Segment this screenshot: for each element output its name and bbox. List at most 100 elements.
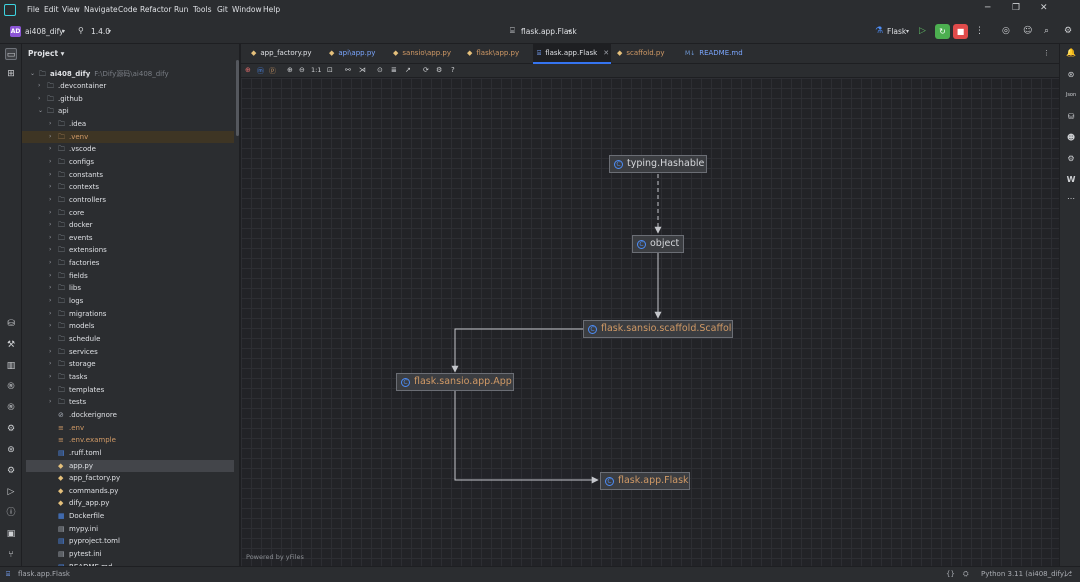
tree-item-logs[interactable]: ›🗀logs — [22, 295, 234, 307]
tree-item-app-py[interactable]: ◆app.py — [26, 459, 234, 472]
bookmarks-icon[interactable]: ▥ — [6, 361, 16, 371]
layout-icon[interactable]: ⚯ — [345, 66, 351, 74]
chevron-right-icon[interactable]: › — [49, 132, 52, 140]
tab-sansio-app[interactable]: ◆sansio\app.py — [393, 49, 451, 57]
fit-content-icon[interactable]: ⊡ — [327, 66, 333, 74]
tree-item-schedule[interactable]: ›🗀schedule — [22, 333, 234, 345]
project-badge[interactable]: AD — [10, 26, 21, 37]
zoom-in-icon[interactable]: ⊕ — [287, 66, 293, 74]
copilot-icon[interactable]: ☻ — [1066, 133, 1076, 142]
close-tab-icon[interactable]: ✕ — [603, 49, 610, 57]
chevron-right-icon[interactable]: › — [49, 309, 52, 317]
chevron-right-icon[interactable]: › — [49, 360, 52, 368]
tree-item-env-example[interactable]: ≡.env.example — [22, 434, 234, 446]
terminal-icon[interactable]: ▣ — [6, 529, 16, 539]
tree-item-vscode[interactable]: ›🗀.vscode — [22, 143, 234, 155]
tree-item-github[interactable]: ›🗀.github — [22, 93, 234, 105]
chevron-right-icon[interactable]: › — [49, 157, 52, 165]
chevron-right-icon[interactable]: › — [49, 398, 52, 406]
chevron-right-icon[interactable]: › — [49, 195, 52, 203]
project-switcher[interactable]: ai408_dify — [25, 27, 64, 36]
status-breadcrumb[interactable]: flask.app.Flask — [18, 570, 70, 578]
open-in-editor-icon[interactable]: ↗ — [405, 66, 411, 74]
menu-tools[interactable]: Tools — [193, 5, 212, 14]
tree-item-dockerignore[interactable]: ⊘.dockerignore — [22, 409, 234, 421]
structure-tool-icon[interactable]: ⊞ — [7, 69, 15, 79]
tree-item-pytest-ini[interactable]: ▤pytest.ini — [22, 548, 234, 560]
r-console-icon[interactable]: ® — [6, 382, 16, 392]
chevron-right-icon[interactable]: › — [49, 233, 52, 241]
tree-item-readme-md[interactable]: ▤README.md — [22, 561, 234, 566]
sciview-icon[interactable]: ⚙ — [1067, 154, 1075, 163]
plugins-icon[interactable]: ⛁ — [7, 319, 15, 329]
menu-navigate[interactable]: Navigate — [84, 5, 118, 14]
tree-item-migrations[interactable]: ›🗀migrations — [22, 308, 234, 320]
methods-toggle-icon[interactable]: ⓜ — [257, 67, 264, 75]
tab-app-factory[interactable]: ◆app_factory.py — [251, 49, 312, 57]
version-switcher[interactable]: 1.4.0 — [91, 27, 111, 36]
tree-item-storage[interactable]: ›🗀storage — [22, 358, 234, 370]
menu-edit[interactable]: Edit — [44, 5, 59, 14]
apply-layout-icon[interactable]: ⋊ — [359, 66, 366, 74]
tree-item-ruff-toml[interactable]: ▤.ruff.toml — [22, 447, 234, 459]
chevron-right-icon[interactable]: › — [49, 284, 52, 292]
tree-item-services[interactable]: ›🗀services — [22, 346, 234, 358]
chevron-right-icon[interactable]: › — [49, 385, 52, 393]
tree-item-models[interactable]: ›🗀models — [22, 320, 234, 332]
menu-refactor[interactable]: Refactor — [140, 5, 172, 14]
tree-item-factories[interactable]: ›🗀factories — [22, 257, 234, 269]
braces-icon[interactable]: {} — [946, 570, 955, 578]
copy-icon[interactable]: ⊙ — [377, 66, 383, 74]
python-console-icon[interactable]: ⚙ — [6, 466, 16, 476]
python-packages-icon[interactable]: ⊛ — [7, 445, 15, 455]
search-icon[interactable]: ⌕ — [1044, 26, 1050, 36]
more-vertical-icon[interactable]: ⋮ — [975, 26, 984, 36]
tree-item-mypy-ini[interactable]: ▤mypy.ini — [22, 523, 234, 535]
chevron-right-icon[interactable]: › — [38, 94, 41, 102]
tab-flask-app[interactable]: ◆flask\app.py — [467, 49, 520, 57]
tree-item-constants[interactable]: ›🗀constants — [22, 169, 234, 181]
database-icon[interactable]: ⛁ — [1067, 112, 1075, 121]
chevron-right-icon[interactable]: › — [38, 82, 41, 89]
menu-run[interactable]: Run — [174, 5, 189, 14]
settings-icon[interactable]: ⚙ — [436, 66, 443, 74]
tree-item-docker[interactable]: ›🗀docker — [22, 219, 234, 231]
notifications-icon[interactable]: 🔔 — [1066, 48, 1076, 57]
chevron-right-icon[interactable]: › — [49, 221, 52, 229]
debug-button[interactable]: ↻ — [935, 24, 950, 39]
account-icon[interactable]: ☺ — [1023, 26, 1033, 36]
help-icon[interactable]: ? — [451, 66, 455, 74]
tree-item-events[interactable]: ›🗀events — [22, 232, 234, 244]
tree-item-templates[interactable]: ›🗀templates — [22, 384, 234, 396]
tab-flask-diagram[interactable]: ⌸flask.app.Flask✕ — [533, 44, 611, 64]
menu-file[interactable]: File — [27, 5, 40, 14]
chevron-right-icon[interactable]: › — [49, 183, 52, 191]
tree-item-venv[interactable]: ›🗀.venv — [22, 130, 234, 143]
refresh-icon[interactable]: ⟳ — [423, 66, 429, 74]
chevron-down-icon[interactable]: ⌄ — [38, 107, 44, 115]
fields-toggle-icon[interactable]: ⊕ — [245, 66, 251, 74]
project-tool-icon[interactable]: ▭ — [5, 48, 17, 60]
chevron-right-icon[interactable]: › — [49, 347, 52, 355]
tree-item-fields[interactable]: ›🗀fields — [22, 270, 234, 282]
tree-item-api[interactable]: ⌄🗀api — [22, 105, 234, 117]
git-icon[interactable]: ⑂ — [8, 550, 14, 560]
chevron-right-icon[interactable]: › — [49, 259, 52, 267]
chevron-right-icon[interactable]: › — [49, 145, 52, 153]
tree-item-tasks[interactable]: ›🗀tasks — [22, 371, 234, 383]
more-horizontal-icon[interactable]: ⋯ — [1067, 194, 1075, 203]
tree-item-libs[interactable]: ›🗀libs — [22, 282, 234, 294]
tree-item-dockerfile[interactable]: ▦Dockerfile — [22, 510, 234, 522]
tree-item-pyproject-toml[interactable]: ▤pyproject.toml — [22, 535, 234, 547]
zoom-out-icon[interactable]: ⊖ — [299, 66, 305, 74]
tree-item-app-factory-py[interactable]: ◆app_factory.py — [22, 472, 234, 484]
chevron-right-icon[interactable]: › — [49, 335, 52, 342]
tree-item-commands-py[interactable]: ◆commands.py — [22, 485, 234, 497]
menu-view[interactable]: View — [62, 5, 80, 14]
